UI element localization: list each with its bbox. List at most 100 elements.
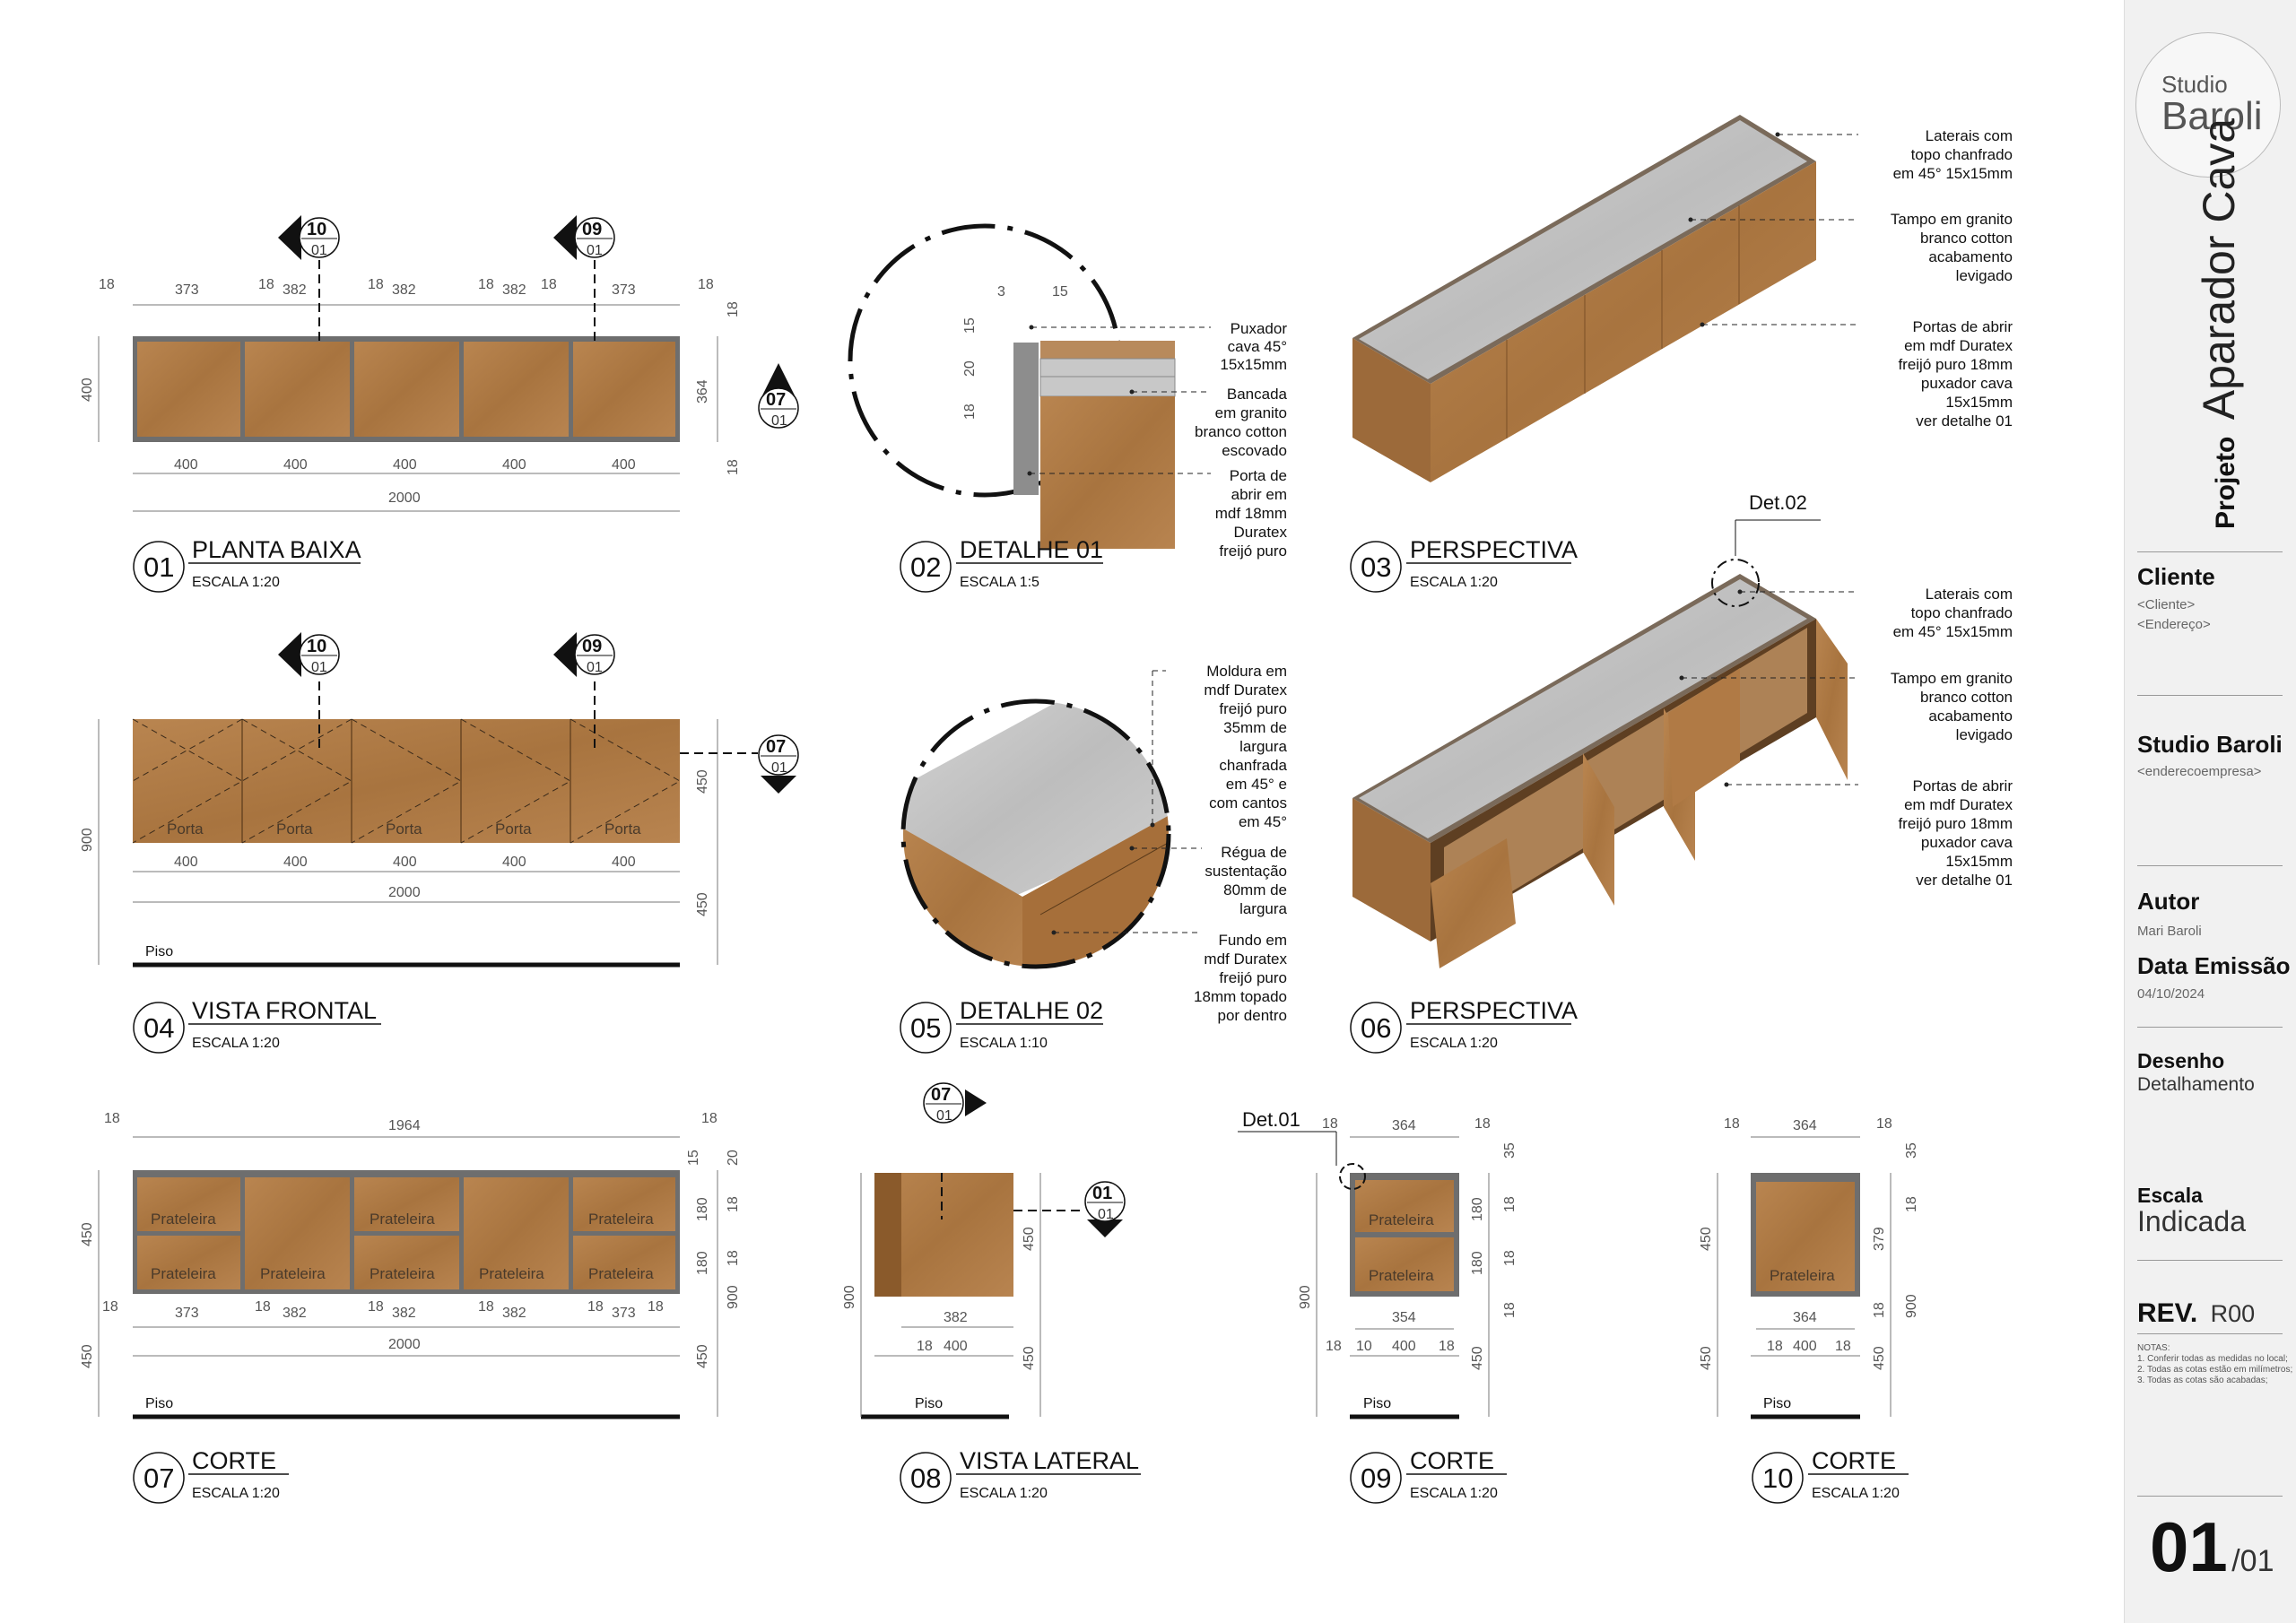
svg-text:05: 05 — [910, 1012, 941, 1044]
dim-text: 382 — [502, 282, 526, 298]
view-title-01: 01 PLANTA BAIXA ESCALA 1:20 — [133, 536, 361, 593]
svg-text:180: 180 — [695, 1251, 710, 1275]
dim-text: 400 — [502, 457, 526, 473]
desenho-value: Detalhamento — [2137, 1074, 2255, 1095]
note-laterais: Laterais com topo chanfrado em 45° 15x15… — [1893, 586, 2013, 640]
marker-text: 10 — [307, 220, 326, 239]
view-09-corte: Prateleira Prateleira Det.01 18 364 18 3… — [1238, 1108, 1518, 1419]
section-marker-10[interactable]: 10 01 — [278, 202, 340, 345]
view-title-10: 10 CORTE ESCALA 1:20 — [1752, 1447, 1909, 1504]
dim-text: 18 — [478, 277, 494, 292]
svg-text:450: 450 — [1699, 1346, 1714, 1370]
svg-text:em 45° e: em 45° e — [1226, 776, 1287, 793]
svg-text:400: 400 — [502, 855, 526, 870]
svg-text:Laterais com: Laterais com — [1926, 127, 2013, 144]
door-label: Porta — [167, 820, 204, 838]
svg-text:03: 03 — [1361, 551, 1391, 583]
data-value: 04/10/2024 — [2137, 986, 2205, 1002]
section-marker-01[interactable]: 01 01 — [1084, 1181, 1126, 1237]
svg-text:450: 450 — [1470, 1346, 1485, 1370]
svg-text:400: 400 — [393, 855, 417, 870]
svg-text:400: 400 — [174, 855, 198, 870]
svg-text:450: 450 — [1872, 1346, 1887, 1370]
svg-text:18: 18 — [1872, 1302, 1887, 1318]
svg-text:sustentação: sustentação — [1205, 863, 1287, 880]
door-label: Porta — [386, 820, 422, 838]
note-puxador: Puxador cava 45° 15x15mm — [1220, 320, 1287, 373]
svg-text:01: 01 — [771, 760, 787, 776]
note-portas: Portas de abrir em mdf Duratex freijó pu… — [1898, 777, 2013, 889]
detail-callout-01[interactable]: Det.01 — [1242, 1108, 1300, 1131]
svg-text:ver detalhe 01: ver detalhe 01 — [1916, 412, 2013, 430]
svg-text:18: 18 — [1474, 1116, 1491, 1132]
svg-text:364: 364 — [1392, 1118, 1416, 1133]
svg-text:ESCALA 1:20: ESCALA 1:20 — [1812, 1486, 1900, 1501]
svg-text:PLANTA BAIXA: PLANTA BAIXA — [192, 536, 361, 563]
svg-text:largura: largura — [1239, 900, 1287, 917]
section-marker-07[interactable]: 07 01 — [923, 1082, 987, 1124]
svg-text:382: 382 — [944, 1310, 968, 1325]
svg-text:900: 900 — [80, 828, 95, 852]
svg-text:10: 10 — [307, 637, 326, 656]
sheet-number: 01 /01 — [2150, 1507, 2274, 1586]
shelf-label: Prateleira — [479, 1265, 544, 1282]
section-marker-07[interactable]: 07 01 — [758, 363, 799, 429]
section-marker-09[interactable]: 09 01 — [553, 632, 615, 677]
svg-text:2000: 2000 — [388, 885, 421, 900]
svg-text:ESCALA 1:10: ESCALA 1:10 — [960, 1036, 1048, 1051]
dim-text: 373 — [175, 282, 199, 298]
detail-callout-02[interactable]: Det.02 — [1749, 491, 1807, 514]
section-marker-07[interactable]: 07 01 — [758, 734, 799, 794]
svg-text:freijó puro: freijó puro — [1219, 969, 1287, 986]
view-05-detalhe-02: Moldura em mdf Duratex freijó puro 35mm … — [900, 663, 1288, 1024]
svg-text:18: 18 — [726, 1250, 741, 1266]
svg-text:18: 18 — [1439, 1339, 1455, 1354]
svg-text:18: 18 — [587, 1299, 604, 1315]
svg-text:Portas de abrir: Portas de abrir — [1913, 777, 2013, 794]
door-label: Porta — [495, 820, 532, 838]
svg-text:382: 382 — [392, 1306, 416, 1321]
marker-text: 07 — [766, 390, 786, 410]
dim-text: 2000 — [388, 490, 421, 506]
svg-text:450: 450 — [80, 1344, 95, 1368]
door-label: Porta — [604, 820, 641, 838]
shelf-label: Prateleira — [588, 1265, 654, 1282]
marker-sub: 01 — [311, 243, 327, 258]
section-marker-10[interactable]: 10 01 — [278, 632, 340, 677]
escala-value: Indicada — [2137, 1205, 2246, 1237]
svg-text:450: 450 — [1022, 1346, 1037, 1370]
dim-text: 400 — [393, 457, 417, 473]
svg-text:ESCALA 1:5: ESCALA 1:5 — [960, 575, 1039, 590]
desenho-label: Desenho — [2137, 1049, 2225, 1072]
svg-text:18: 18 — [478, 1299, 494, 1315]
dim-text: 15 — [962, 317, 978, 334]
view-04-vista-frontal: Porta Porta Porta Porta Porta 400 400 40… — [80, 632, 799, 968]
escala-label: Escala — [2137, 1184, 2203, 1207]
svg-text:18: 18 — [1767, 1339, 1783, 1354]
shelf-label: Prateleira — [1369, 1211, 1434, 1228]
svg-text:18: 18 — [701, 1111, 718, 1126]
svg-text:com cantos: com cantos — [1209, 794, 1287, 812]
svg-text:acabamento: acabamento — [1928, 707, 2013, 725]
svg-text:freijó puro 18mm: freijó puro 18mm — [1898, 815, 2013, 832]
view-title-07: 07 CORTE ESCALA 1:20 — [133, 1447, 289, 1504]
svg-text:2000: 2000 — [388, 1337, 421, 1352]
svg-text:Bancada: Bancada — [1227, 386, 1288, 403]
shelf-label: Prateleira — [1369, 1267, 1434, 1284]
dim-text: 20 — [962, 360, 978, 377]
svg-text:VISTA LATERAL: VISTA LATERAL — [960, 1447, 1139, 1474]
note-tampo: Tampo em granito branco cotton acabament… — [1891, 211, 2013, 284]
section-marker-09[interactable]: 09 01 — [553, 215, 615, 345]
svg-text:Régua de: Régua de — [1221, 844, 1287, 861]
svg-text:CORTE: CORTE — [1812, 1447, 1896, 1474]
shelf-label: Prateleira — [151, 1211, 216, 1228]
svg-text:379: 379 — [1872, 1227, 1887, 1251]
svg-text:07: 07 — [144, 1462, 174, 1494]
svg-text:Laterais com: Laterais com — [1926, 586, 2013, 603]
svg-text:450: 450 — [1022, 1227, 1037, 1251]
view-title-04: 04 VISTA FRONTAL ESCALA 1:20 — [133, 997, 381, 1054]
svg-text:18mm topado: 18mm topado — [1194, 988, 1287, 1005]
floor-label: Piso — [1363, 1396, 1391, 1411]
view-title-02: 02 DETALHE 01 ESCALA 1:5 — [900, 536, 1103, 593]
svg-text:10: 10 — [1762, 1462, 1793, 1494]
